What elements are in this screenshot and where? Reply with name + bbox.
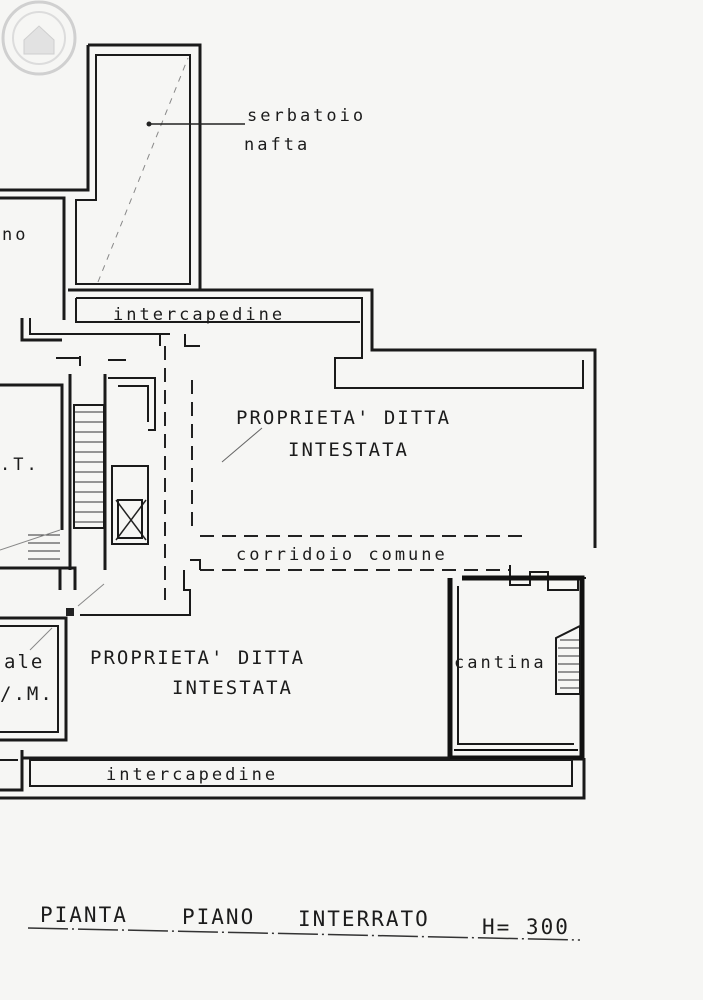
house-icon <box>1 0 77 76</box>
left-fragment-top: no <box>2 225 28 245</box>
left-fragment-mid: .T. <box>0 455 40 475</box>
fuel-tank <box>0 43 245 320</box>
title-height: H= 300 <box>482 915 570 939</box>
cellar-label: cantina <box>454 653 547 673</box>
upper-gap <box>68 288 597 548</box>
upper-property-label-2: INTESTATA <box>288 439 409 461</box>
lower-gap <box>0 750 586 800</box>
upper-gap-label: intercapedine <box>113 305 285 325</box>
tank-label: serbatoio <box>247 106 366 126</box>
service-block <box>0 318 200 607</box>
tank-label-2: nafta <box>244 135 310 155</box>
lower-left-room <box>0 608 74 742</box>
partitions <box>80 346 586 616</box>
cellar <box>447 575 585 761</box>
upper-property-label: PROPRIETA' DITTA <box>236 407 451 429</box>
corridor-label: corridoio comune <box>236 545 448 565</box>
lower-property-label: PROPRIETA' DITTA <box>90 647 305 669</box>
title-word-1: PIANTA <box>40 903 128 927</box>
plan-title: PIANTA PIANO INTERRATO H= 300 <box>27 903 581 941</box>
left-fragment-bottom: ale <box>4 651 44 673</box>
left-fragment-bottom-2: /.M. <box>0 683 54 705</box>
lower-gap-label: intercapedine <box>106 765 278 785</box>
title-word-3: INTERRATO <box>298 907 430 931</box>
lower-property-label-2: INTESTATA <box>172 677 293 699</box>
title-word-2: PIANO <box>182 905 255 929</box>
